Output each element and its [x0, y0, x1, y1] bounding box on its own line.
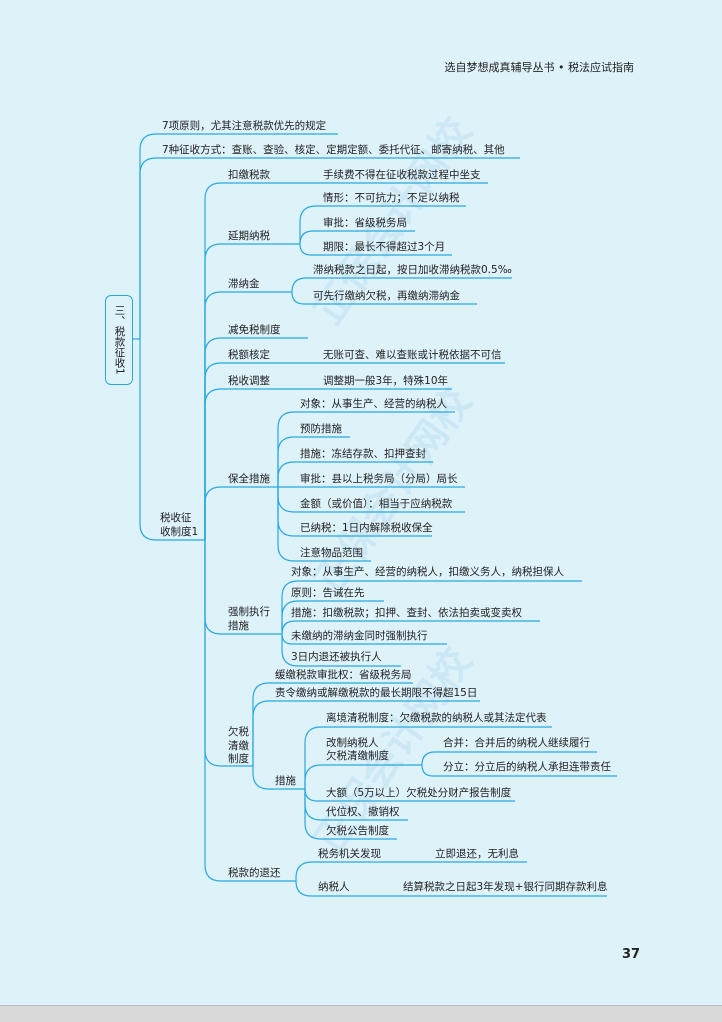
node: 金额（或价值）：相当于应纳税款 — [300, 498, 453, 510]
node: 强制执行 — [228, 606, 270, 618]
node: 扣缴税款 — [228, 169, 270, 181]
node: 审批：县以上税务局（分局）局长 — [300, 473, 458, 485]
node: 结算税款之日起3年发现+银行同期存款利息 — [403, 881, 608, 893]
connector — [291, 291, 477, 305]
node: 手续费不得在征收税款过程中坐支 — [323, 169, 481, 181]
connector — [299, 205, 466, 244]
connector — [304, 726, 552, 789]
connector — [421, 764, 617, 777]
connector — [299, 243, 452, 256]
node: 减免税制度 — [228, 324, 281, 336]
connector — [252, 766, 305, 790]
node: 7种征收方式：查账、查验、核定、定期定额、委托代征、邮寄纳税、其他 — [162, 144, 505, 156]
node: 对象：从事生产、经营的纳税人，扣缴义务人，纳税担保人 — [291, 566, 564, 578]
connector — [295, 861, 413, 881]
node: 7项原则，尤其注意税款优先的规定 — [162, 120, 327, 132]
node: 审批：省级税务局 — [323, 217, 407, 229]
node: 措施：冻结存款、扣押查封 — [300, 448, 426, 460]
node: 清缴 — [228, 740, 249, 752]
connector — [204, 291, 292, 540]
node: 缓缴税款审批权：省级税务局 — [275, 669, 412, 681]
node: 制度 — [228, 753, 249, 765]
node: 保全措施 — [228, 473, 270, 485]
connector — [299, 230, 415, 245]
node: 分立：分立后的纳税人承担连带责任 — [443, 761, 611, 773]
connector — [252, 700, 480, 766]
connector — [281, 600, 384, 634]
node: 离境清税制度：欠缴税款的纳税人或其法定代表 — [326, 712, 547, 724]
connector — [204, 243, 300, 540]
connector — [277, 487, 371, 562]
node: 3日内退还被执行人 — [291, 651, 382, 663]
node: 税收征 — [160, 512, 192, 524]
connector — [139, 133, 338, 339]
connector — [281, 620, 540, 635]
node: 欠税 — [228, 726, 249, 738]
connector — [139, 157, 520, 339]
page-number: 37 — [622, 947, 641, 962]
connector — [277, 461, 433, 487]
connector — [252, 682, 413, 766]
connector — [277, 436, 350, 487]
node: 滞纳金 — [228, 278, 260, 290]
node: 原则：告诫在先 — [291, 587, 365, 599]
page-header: 选自梦想成真辅导丛书 • 税法应试指南 — [444, 61, 634, 74]
node: 欠税清缴制度 — [326, 750, 389, 762]
node: 期限：最长不得超过3个月 — [323, 241, 446, 253]
connector — [277, 411, 455, 487]
bottom-bar — [0, 1005, 722, 1022]
connector — [304, 764, 422, 789]
connector — [295, 880, 380, 897]
connector — [204, 540, 296, 882]
node: 可先行缴纳欠税，再缴纳滞纳金 — [313, 290, 460, 302]
node: 收制度1 — [160, 526, 199, 538]
node: 纳税人 — [318, 881, 350, 893]
node: 税款的退还 — [228, 867, 281, 879]
node: 无账可查、难以查账或计税依据不可信 — [323, 349, 502, 361]
connector — [291, 277, 512, 293]
connector — [304, 789, 397, 840]
node: 注意物品范围 — [300, 547, 363, 559]
node: 立即退还，无利息 — [435, 848, 519, 860]
node: 代位权、撤销权 — [326, 806, 400, 818]
connector — [204, 182, 300, 540]
node: 延期纳税 — [228, 230, 270, 242]
connector — [204, 337, 308, 540]
connector — [421, 751, 597, 766]
node: 大额（5万以上）欠税处分财产报告制度 — [326, 787, 512, 799]
node: 责令缴纳或解缴税款的最长期限不得超15日 — [275, 687, 478, 699]
connector — [204, 388, 300, 540]
node: 措施 — [275, 775, 296, 787]
connector — [204, 362, 300, 540]
node: 税额核定 — [228, 349, 270, 361]
connector — [281, 634, 401, 667]
node: 合并：合并后的纳税人继续履行 — [443, 737, 590, 749]
node: 已纳税：1日内解除税收保全 — [300, 522, 433, 534]
node: 未缴纳的滞纳金同时强制执行 — [291, 630, 428, 642]
root-node: 三、税款征收1 — [105, 295, 133, 385]
node: 对象：从事生产、经营的纳税人 — [300, 398, 447, 410]
node: 调整期一般3年，特殊10年 — [323, 375, 449, 387]
node: 措施：扣缴税款；扣押、查封、依法拍卖或变卖权 — [291, 607, 522, 619]
connector — [204, 486, 278, 540]
node: 滞纳税款之日起，按日加收滞纳税款0.5‰ — [313, 264, 512, 276]
node: 措施 — [228, 620, 249, 632]
node: 税务机关发现 — [318, 848, 381, 860]
connector — [139, 339, 205, 541]
node: 税收调整 — [228, 375, 270, 387]
node: 预防措施 — [300, 423, 342, 435]
node: 改制纳税人 — [326, 737, 379, 749]
node: 欠税公告制度 — [326, 825, 389, 837]
connector — [281, 580, 582, 634]
node: 情形：不可抗力；不足以纳税 — [323, 192, 460, 204]
